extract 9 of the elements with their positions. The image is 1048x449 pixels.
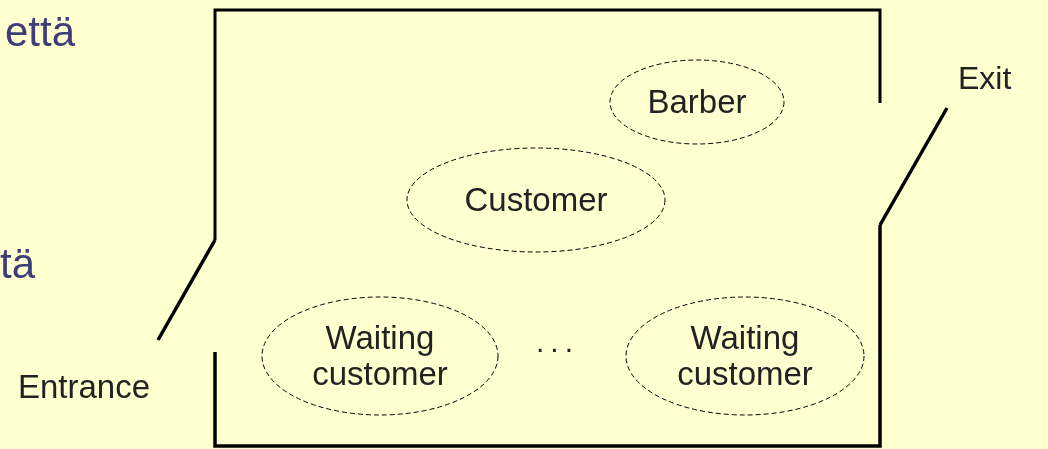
- door-label: Exit: [958, 60, 1012, 97]
- slide-text: tä: [0, 240, 36, 288]
- oval-node: Waiting customer: [261, 296, 499, 416]
- oval-node: Waiting customer: [625, 296, 865, 416]
- door-label: Entrance: [18, 368, 151, 406]
- oval-node: Customer: [406, 147, 666, 253]
- ellipsis-text: ...: [536, 325, 579, 359]
- slide-text: että: [5, 8, 76, 56]
- oval-node: Barber: [609, 59, 785, 145]
